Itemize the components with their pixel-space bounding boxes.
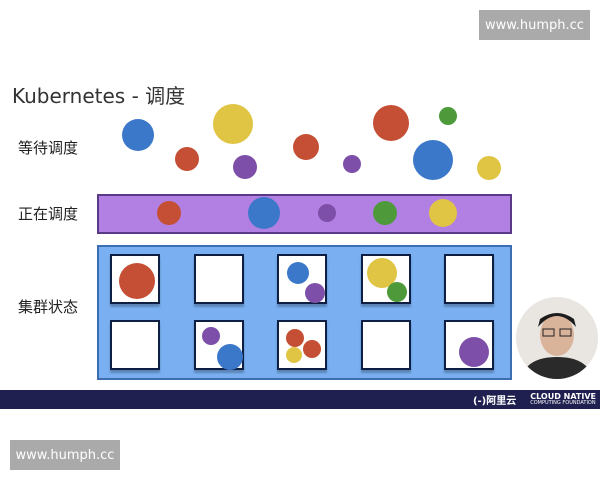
- node: [361, 320, 411, 370]
- pending-pod: [343, 155, 361, 173]
- node-pod: [286, 329, 304, 347]
- pending-pod: [477, 156, 501, 180]
- label-pending: 等待调度: [18, 139, 79, 157]
- cncf-subtext: COMPUTING FOUNDATION: [530, 400, 596, 406]
- node-pod: [202, 327, 220, 345]
- pending-pod: [439, 107, 457, 125]
- aliyun-logo: (-)阿里云: [472, 396, 517, 407]
- node-pod: [303, 340, 321, 358]
- pending-pod: [233, 155, 257, 179]
- presenter-video: [516, 297, 598, 379]
- node: [110, 320, 160, 370]
- watermark-bottom: www.humph.cc: [10, 440, 120, 470]
- node-pod: [119, 263, 155, 299]
- node-pod: [305, 283, 325, 303]
- pending-pod: [293, 134, 319, 160]
- label-scheduling: 正在调度: [18, 205, 79, 223]
- scheduling-pod: [318, 204, 336, 222]
- pending-pod: [175, 147, 199, 171]
- node-pod: [459, 337, 489, 367]
- slide-title: Kubernetes - 调度: [12, 84, 186, 108]
- node-pod: [287, 262, 309, 284]
- node: [194, 254, 244, 304]
- scheduling-pod: [248, 197, 280, 229]
- node: [444, 254, 494, 304]
- pending-pod: [213, 104, 253, 144]
- node-pod: [217, 344, 243, 370]
- pending-pod: [373, 105, 409, 141]
- cncf-text: CLOUD NATIVE: [530, 392, 596, 401]
- scheduling-pod: [373, 201, 397, 225]
- node-pod: [286, 347, 302, 363]
- watermark-top: www.humph.cc: [479, 10, 590, 40]
- scheduling-pod: [429, 199, 457, 227]
- node-pod: [367, 258, 397, 288]
- node-pod: [387, 282, 407, 302]
- pending-pod: [413, 140, 453, 180]
- pending-pod: [122, 119, 154, 151]
- scheduling-pod: [157, 201, 181, 225]
- label-cluster: 集群状态: [18, 298, 79, 316]
- footer-band: [0, 390, 600, 409]
